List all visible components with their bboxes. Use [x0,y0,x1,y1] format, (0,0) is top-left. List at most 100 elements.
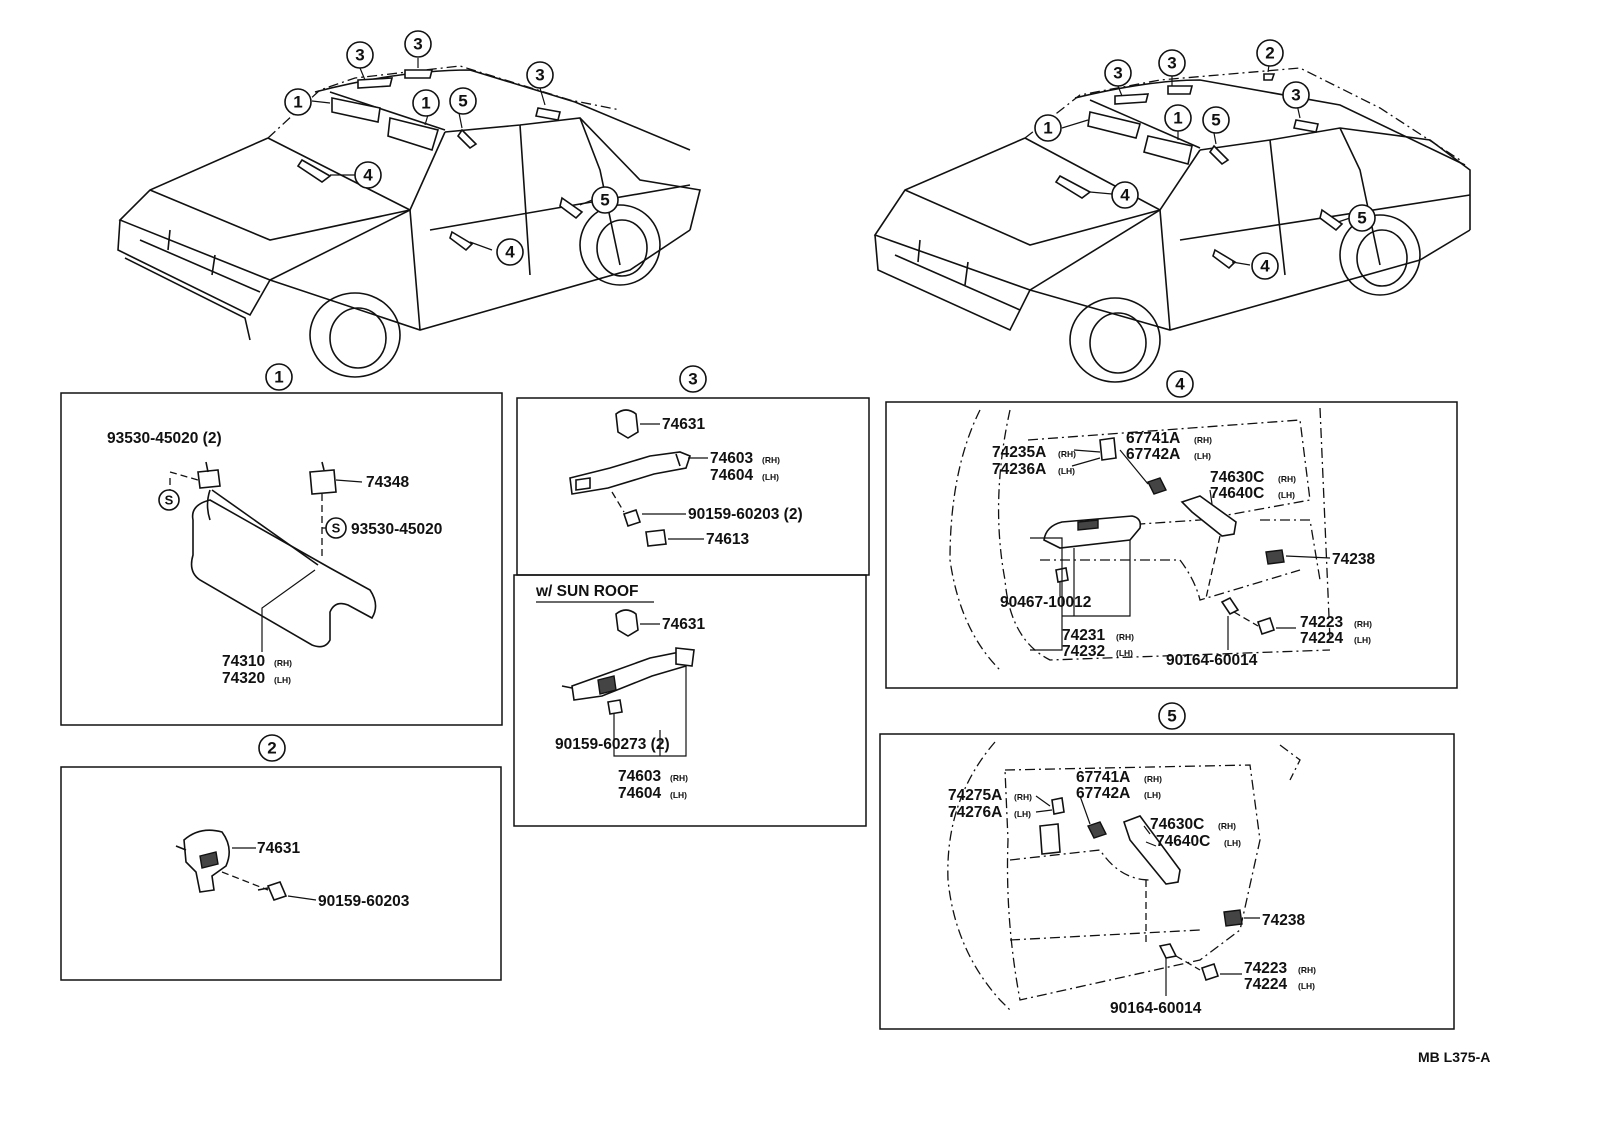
panel-1-sun-visor [60,392,503,726]
part-74236A: 74236A [992,461,1046,478]
part-90467-10012: 90467-10012 [1000,594,1091,611]
part-74224: 74224 [1244,976,1287,993]
part-74631: 74631 [662,616,705,633]
drawing-code: MB L375-A [1418,1049,1490,1065]
part-74320: 74320 [222,670,265,687]
svg-text:1: 1 [274,368,283,387]
screw-s-mark-left: S [158,489,180,511]
svg-text:3: 3 [535,66,544,85]
rh-tag: (RH) [670,773,688,783]
panel-4-front-door-trim [885,401,1458,689]
lh-tag: (LH) [762,472,779,482]
svg-text:3: 3 [688,370,697,389]
panel-3-sunroof [513,574,867,827]
part-74640C: 74640C [1156,833,1210,850]
wagon-callout-5a: 5 [1202,106,1230,134]
part-67741A: 67741A [1076,769,1130,786]
rh-tag: (RH) [1144,774,1162,784]
part-74223: 74223 [1300,614,1343,631]
lh-tag: (LH) [670,790,687,800]
panel-2-callout: 2 [258,734,286,762]
rh-tag: (RH) [1298,965,1316,975]
part-74604: 74604 [710,467,753,484]
svg-text:1: 1 [1173,109,1182,128]
svg-text:5: 5 [458,92,467,111]
lh-tag: (LH) [1298,981,1315,991]
rh-tag: (RH) [1014,792,1032,802]
part-74603: 74603 [618,768,661,785]
wagon-callout-3c: 3 [1282,81,1310,109]
svg-text:4: 4 [1260,257,1270,276]
lh-tag: (LH) [1354,635,1371,645]
sedan-callout-1b: 1 [412,89,440,117]
sunroof-title: w/ SUN ROOF [535,583,638,600]
part-90159-60203: 90159-60203 [318,893,410,910]
svg-text:1: 1 [421,94,430,113]
sedan-callout-3a: 3 [346,41,374,69]
wagon-illustration [873,57,1471,383]
svg-text:3: 3 [1291,86,1300,105]
svg-text:2: 2 [1265,44,1274,63]
rh-tag: (RH) [1278,474,1296,484]
lh-tag: (LH) [1278,490,1295,500]
sedan-callout-5b: 5 [591,186,619,214]
svg-text:1: 1 [293,93,302,112]
part-74275A: 74275A [948,787,1002,804]
lh-tag: (LH) [1194,451,1211,461]
rh-tag: (RH) [1058,449,1076,459]
part-67742A: 67742A [1126,446,1180,463]
part-90159-60203-x2: 90159-60203 (2) [688,506,803,523]
svg-text:3: 3 [413,35,422,54]
wagon-callout-3a: 3 [1104,59,1132,87]
wagon-callout-3b: 3 [1158,49,1186,77]
panel-1-callout: 1 [265,363,293,391]
panel-1-drawing [169,461,377,652]
svg-text:5: 5 [1167,707,1176,726]
part-90164-60014: 90164-60014 [1110,1000,1202,1017]
lh-tag: (LH) [1144,790,1161,800]
part-74276A: 74276A [948,804,1002,821]
screw-s-mark-right: S [325,517,347,539]
svg-text:3: 3 [1113,64,1122,83]
rh-tag: (RH) [762,455,780,465]
part-74631: 74631 [257,840,300,857]
sedan-callout-4b: 4 [496,238,524,266]
svg-text:3: 3 [1167,54,1176,73]
part-74631: 74631 [662,416,705,433]
panel-2-coat-hook [60,766,502,981]
part-74232: 74232 [1062,643,1105,660]
part-74640C: 74640C [1210,485,1264,502]
svg-text:5: 5 [600,191,609,210]
sedan-callout-1a: 1 [284,88,312,116]
lh-tag: (LH) [1058,466,1075,476]
wagon-callout-4a: 4 [1111,181,1139,209]
part-74224: 74224 [1300,630,1343,647]
sedan-callout-4a: 4 [354,161,382,189]
rh-tag: (RH) [1354,619,1372,629]
wagon-callout-2: 2 [1256,39,1284,67]
part-93530-45020: 93530-45020 [351,521,442,538]
part-74223: 74223 [1244,960,1287,977]
panel-5-rear-door-trim [879,733,1455,1030]
sedan-illustration [117,58,701,378]
part-93530-45020-x2: 93530-45020 (2) [107,430,222,447]
panel-4-drawing [949,407,1331,671]
part-74238: 74238 [1262,912,1305,929]
rh-tag: (RH) [274,658,292,668]
part-67742A: 67742A [1076,785,1130,802]
part-74603: 74603 [710,450,753,467]
panel-4-callout: 4 [1166,370,1194,398]
part-74238: 74238 [1332,551,1375,568]
wagon-callout-4b: 4 [1251,252,1279,280]
rh-tag: (RH) [1218,821,1236,831]
part-74231: 74231 [1062,627,1105,644]
wagon-callout-5b: 5 [1348,204,1376,232]
svg-text:3: 3 [355,46,364,65]
part-74348: 74348 [366,474,409,491]
svg-text:4: 4 [1175,375,1185,394]
lh-tag: (LH) [1116,648,1133,658]
panel-5-callout: 5 [1158,702,1186,730]
sedan-callout-5a: 5 [449,87,477,115]
svg-text:4: 4 [1120,186,1130,205]
